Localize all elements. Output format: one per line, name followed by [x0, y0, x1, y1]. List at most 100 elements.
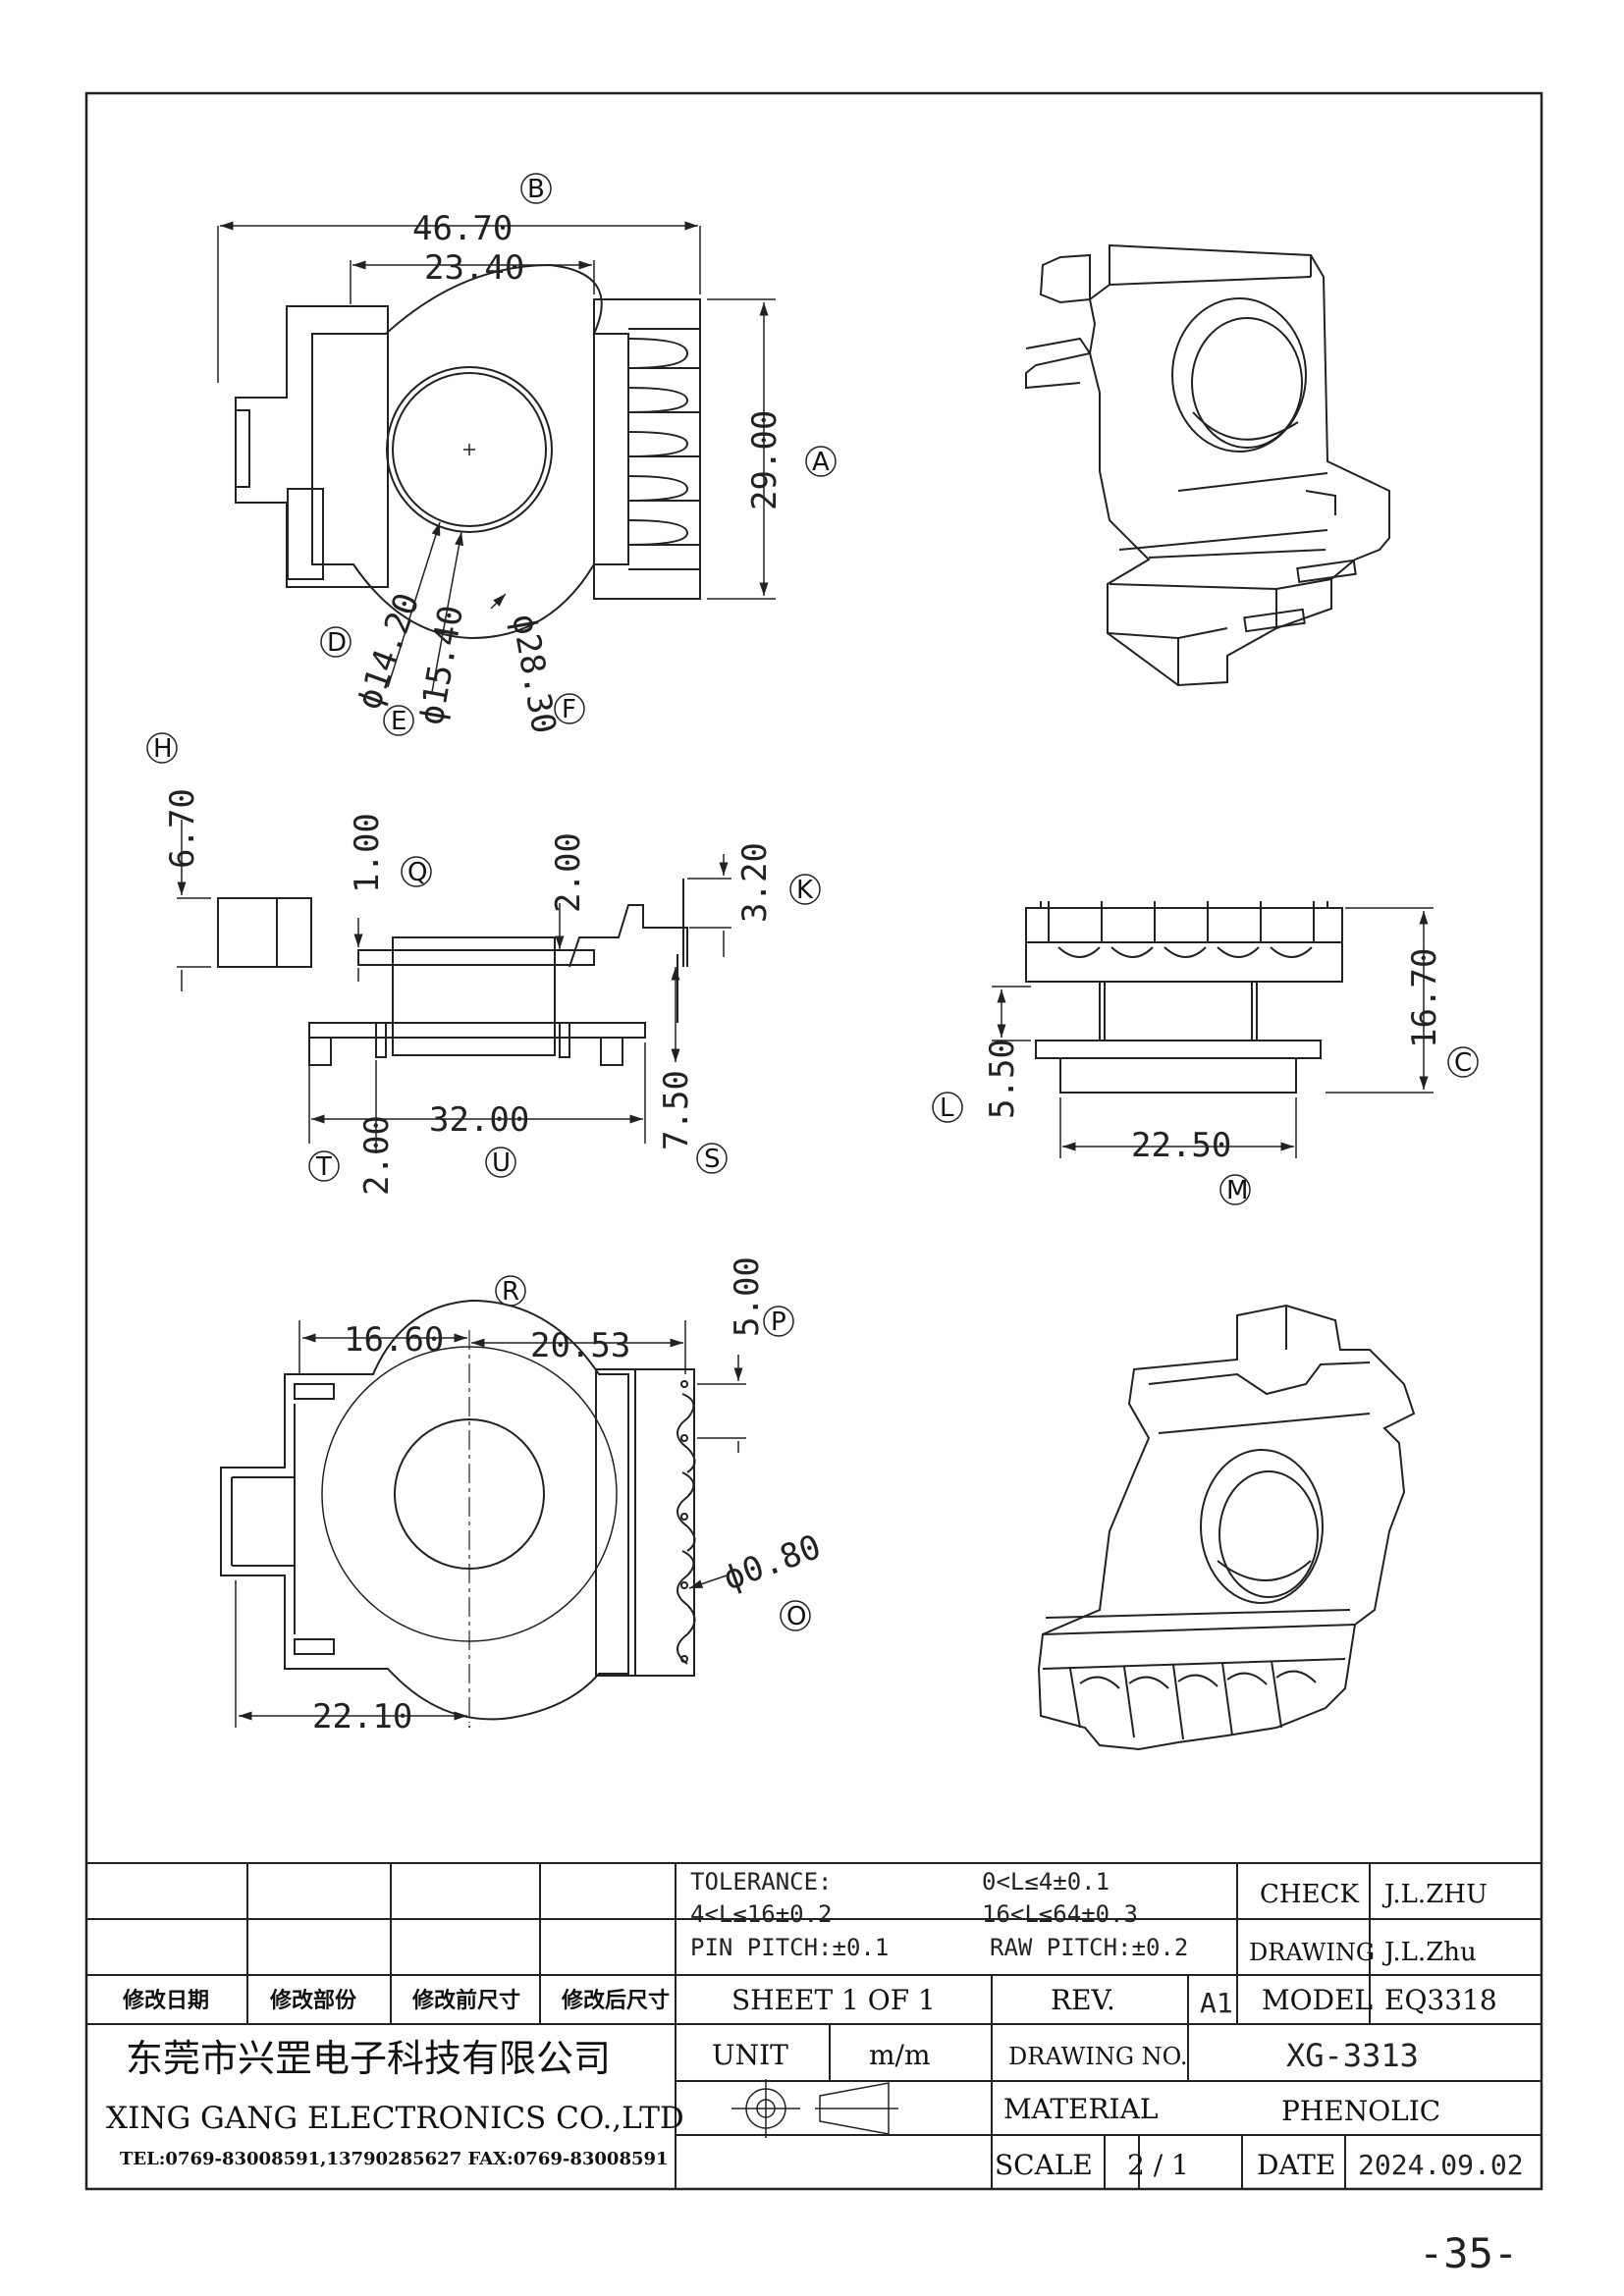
svg-text:S: S: [704, 1145, 721, 1174]
unit-label: UNIT: [712, 2039, 788, 2071]
balloon-c: C: [1447, 1046, 1479, 1078]
drawing-no-value: XG-3313: [1286, 2037, 1419, 2074]
balloon-q: Q: [401, 856, 432, 887]
svg-text:E: E: [391, 707, 406, 736]
tolerance-2: 4<L≤16±0.2: [690, 1900, 833, 1928]
svg-text:D: D: [327, 628, 347, 658]
check-label: CHECK: [1260, 1880, 1359, 1909]
rev-label: REV.: [1051, 1984, 1115, 2016]
dim-bottom-right: 20.53: [530, 1326, 630, 1365]
balloon-d: D: [320, 626, 352, 658]
top-view: [235, 263, 701, 640]
unit-value: m/m: [869, 2039, 931, 2071]
balloon-f: F: [554, 693, 585, 724]
balloon-u: U: [485, 1147, 516, 1178]
dim-bottom-base: 22.10: [312, 1697, 412, 1736]
top-view-dims: [217, 221, 776, 693]
dim-height: 29.00: [745, 410, 785, 510]
company-name-cn: 东莞市兴罡电子科技有限公司: [126, 2037, 611, 2080]
svg-text:R: R: [502, 1277, 519, 1307]
dim-overall-width: 46.70: [412, 209, 513, 248]
balloon-t: T: [308, 1150, 340, 1182]
company-name-en: XING GANG ELECTRONICS CO.,LTD: [106, 2101, 684, 2136]
iso-view-top: [1025, 243, 1390, 687]
rev-value: A1: [1200, 1987, 1233, 2019]
bottom-view-dims: [235, 1320, 746, 1728]
balloon-s: S: [696, 1143, 728, 1174]
dim-base-h: 7.50: [657, 1070, 696, 1150]
dim-slot: 2.00: [549, 832, 588, 913]
material-value: PHENOLIC: [1281, 2095, 1440, 2127]
material-label: MATERIAL: [1003, 2093, 1158, 2125]
dim-core-width: 23.40: [424, 248, 524, 288]
svg-text:L: L: [940, 1094, 954, 1123]
drawing-no-label: DRAWING NO.: [1008, 2043, 1188, 2070]
side-view-dims: [177, 820, 731, 1153]
balloon-o: O: [780, 1600, 811, 1631]
front-view: [1025, 901, 1343, 1094]
svg-text:T: T: [315, 1152, 332, 1182]
dim-front-lower: 5.50: [983, 1039, 1022, 1119]
rev-header-date: 修改日期: [122, 1988, 209, 2013]
dim-flange: 1.00: [348, 813, 387, 893]
model-label: MODEL: [1262, 1984, 1373, 2016]
tolerance-3: 16<L≤64±0.3: [982, 1900, 1138, 1928]
dim-standoff: 2.00: [357, 1115, 397, 1196]
rev-header-after: 修改后尺寸: [561, 1988, 670, 2013]
model-value: EQ3318: [1384, 1984, 1497, 2016]
scale-value: 2 / 1: [1127, 2149, 1189, 2181]
tolerance-1: 0<L≤4±0.1: [982, 1868, 1110, 1896]
svg-text:K: K: [796, 876, 814, 905]
balloon-l: L: [932, 1092, 963, 1123]
dim-bottom-pitch: 5.00: [728, 1256, 767, 1337]
date-value: 2024.09.02: [1358, 2149, 1524, 2181]
balloon-a: A: [805, 446, 837, 477]
dim-width: 32.00: [429, 1100, 529, 1140]
svg-text:P: P: [771, 1308, 786, 1337]
dim-d-mid: ϕ15.40: [411, 603, 471, 728]
dim-bottom-pin-d: ϕ0.80: [718, 1527, 826, 1599]
iso-view-bottom: [1037, 1304, 1416, 1751]
sheet-border: [84, 91, 1543, 2191]
dim-d-outer: ϕ28.30: [504, 612, 564, 737]
svg-text:Q: Q: [407, 858, 427, 887]
scale-label: SCALE: [995, 2149, 1093, 2181]
svg-text:C: C: [1454, 1048, 1472, 1078]
rev-header-before: 修改前尺寸: [411, 1988, 520, 2013]
page-number: -35-: [1419, 2229, 1518, 2277]
side-view: [217, 879, 688, 1066]
title-block: [86, 1862, 1542, 2189]
svg-text:B: B: [527, 175, 545, 204]
svg-text:H: H: [153, 734, 173, 764]
sheet-info: SHEET 1 OF 1: [731, 1984, 936, 2016]
company-contact: TEL:0769-83008591,13790285627 FAX:0769-8…: [120, 2149, 669, 2169]
pin-pitch: PIN PITCH:±0.1: [690, 1934, 889, 1961]
balloon-b: B: [520, 173, 552, 204]
bottom-view: [220, 1299, 696, 1723]
dim-h-total: 6.70: [163, 788, 202, 869]
check-value: J.L.ZHU: [1381, 1880, 1488, 1909]
drawing-label: DRAWING: [1249, 1939, 1375, 1966]
date-label: DATE: [1257, 2149, 1335, 2181]
front-view-dims: [992, 907, 1434, 1158]
dim-front-width: 22.50: [1131, 1126, 1231, 1165]
dim-pin-top: 3.20: [735, 842, 775, 923]
raw-pitch: RAW PITCH:±0.2: [990, 1934, 1188, 1961]
balloon-k: K: [789, 874, 821, 905]
drawing-value: J.L.Zhu: [1381, 1938, 1477, 1967]
svg-text:O: O: [786, 1602, 806, 1631]
dim-bottom-left: 16.60: [344, 1320, 444, 1360]
dim-front-height: 16.70: [1405, 948, 1444, 1048]
balloon-p: P: [763, 1306, 794, 1337]
balloon-h: H: [146, 732, 178, 764]
balloon-r: R: [495, 1275, 526, 1307]
svg-text:F: F: [562, 695, 576, 724]
tolerance-label: TOLERANCE:: [690, 1868, 833, 1896]
balloon-e: E: [383, 705, 414, 736]
rev-header-part: 修改部份: [269, 1988, 357, 2013]
projection-symbol: [731, 2079, 898, 2138]
svg-text:M: M: [1226, 1176, 1248, 1205]
svg-text:A: A: [812, 448, 830, 477]
balloon-m: M: [1219, 1174, 1251, 1205]
